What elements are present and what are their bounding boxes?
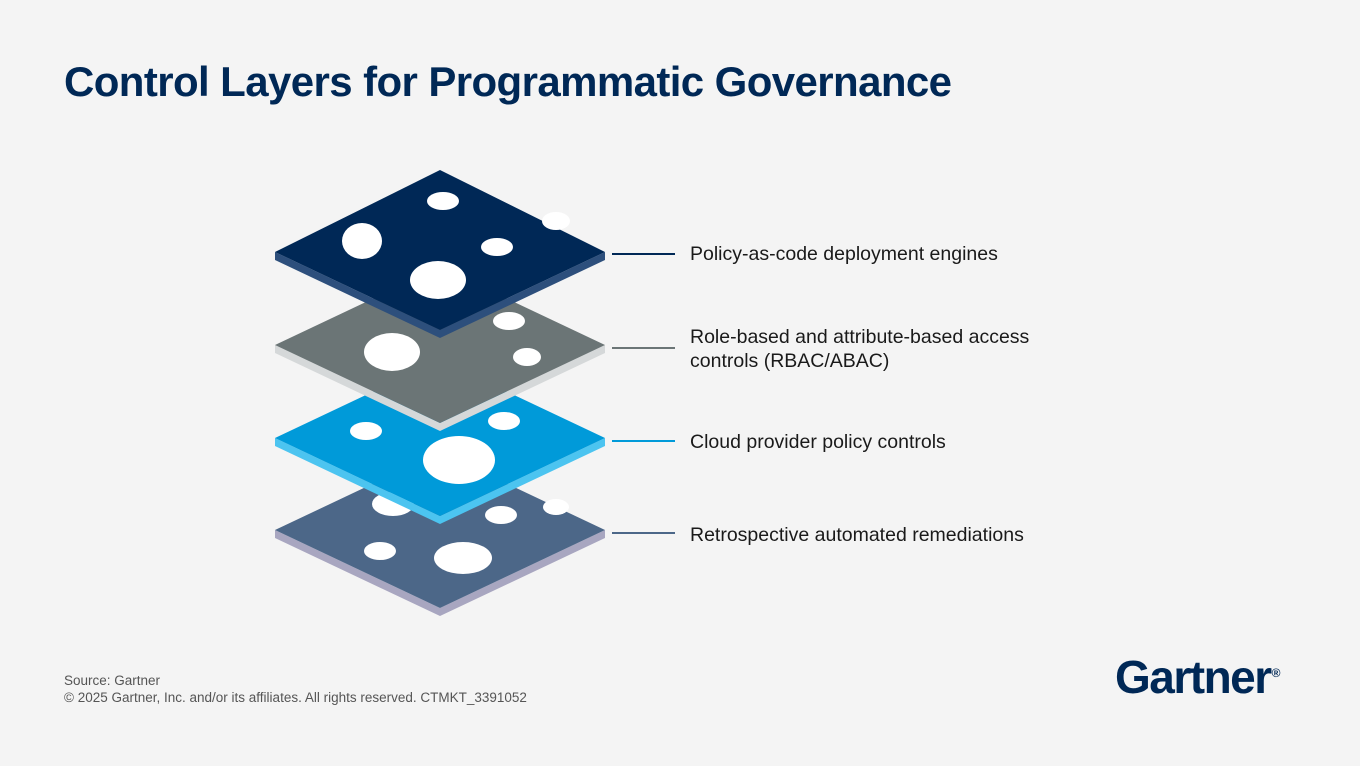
- layer-policy-as-code: [275, 170, 675, 338]
- layer-label-retrospective: Retrospective automated remediations: [690, 523, 1110, 547]
- layer-label-rbac-abac: Role-based and attribute-based access co…: [690, 325, 1110, 373]
- footer: Source: Gartner © 2025 Gartner, Inc. and…: [64, 672, 527, 706]
- source-note: Source: Gartner: [64, 672, 527, 689]
- copyright-note: © 2025 Gartner, Inc. and/or its affiliat…: [64, 689, 527, 706]
- layer-label-cloud-provider: Cloud provider policy controls: [690, 430, 1110, 454]
- gartner-logo: Gartner®: [1115, 650, 1281, 704]
- layer-label-policy-as-code: Policy-as-code deployment engines: [690, 242, 1110, 266]
